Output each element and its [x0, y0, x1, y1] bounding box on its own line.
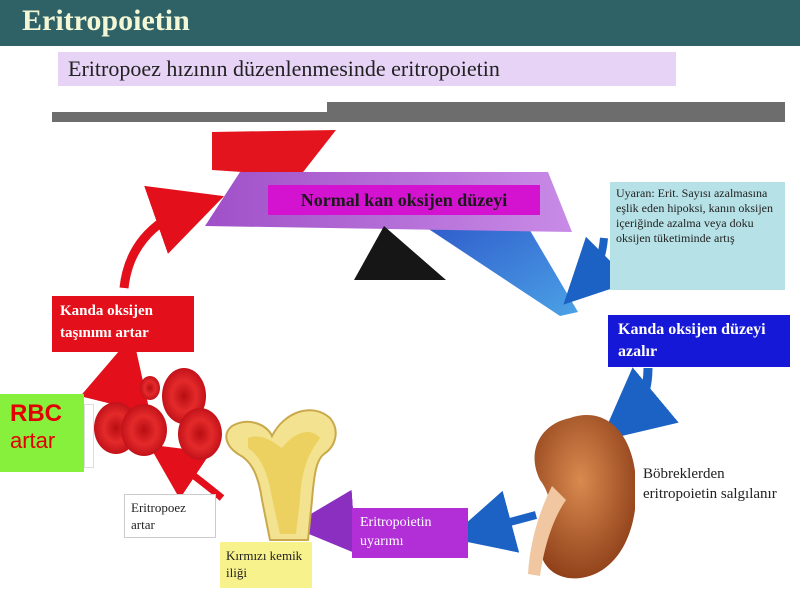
stimulus-label: Uyaran: Erit. Sayısı azalmasına eşlik ed… [610, 182, 785, 290]
gray-band-lower [52, 112, 785, 122]
kidney-release-label: Böbreklerden eritropoietin salgılanır [635, 458, 785, 530]
slide-title: Eritropoietin [22, 4, 190, 37]
marrow-inner-icon [248, 432, 320, 534]
arrow-cells-up-icon [80, 335, 151, 414]
o2-transport-increases-label: Kanda oksijen taşınımı artar [52, 296, 194, 352]
red-beam-icon [212, 130, 336, 176]
arrow-epo-to-marrow-icon [290, 489, 357, 554]
rbc-cell-icon [121, 404, 167, 456]
kidney-icon [534, 414, 637, 579]
rbc-artar-label: artar [10, 428, 56, 453]
rbc-cell-icon [140, 376, 160, 400]
arrow-to-kidney-icon [600, 367, 679, 442]
arrow-stimulus-icon [563, 236, 632, 305]
red-marrow-label: Kırmızı kemik iliği [220, 542, 312, 588]
title-bar: Eritropoietin [0, 0, 800, 46]
blue-beam-icon [412, 218, 578, 316]
rbc-cell-icon [178, 408, 222, 460]
normal-o2-label: Normal kan oksijen düzeyi [268, 185, 540, 215]
ureter-icon [528, 486, 566, 576]
epo-stimulation-label: Eritropoietin uyarımı [352, 508, 468, 558]
rbc-increases-callout: RBC artar [0, 394, 84, 472]
fulcrum-icon [354, 226, 446, 280]
o2-decreases-label: Kanda oksijen düzeyi azalır [608, 315, 790, 367]
figure-subtitle: Eritropoez hızının düzenlenmesinde eritr… [58, 52, 676, 86]
arrow-marrow-to-cells-icon [148, 444, 225, 501]
rbc-label: RBC [10, 400, 62, 427]
arrow-to-normal-icon [119, 185, 224, 289]
arrow-kidney-to-epo-icon [449, 490, 538, 553]
erythropoiesis-increases-label: Eritropoez artar [124, 494, 216, 538]
rbc-side-strip [84, 404, 94, 468]
